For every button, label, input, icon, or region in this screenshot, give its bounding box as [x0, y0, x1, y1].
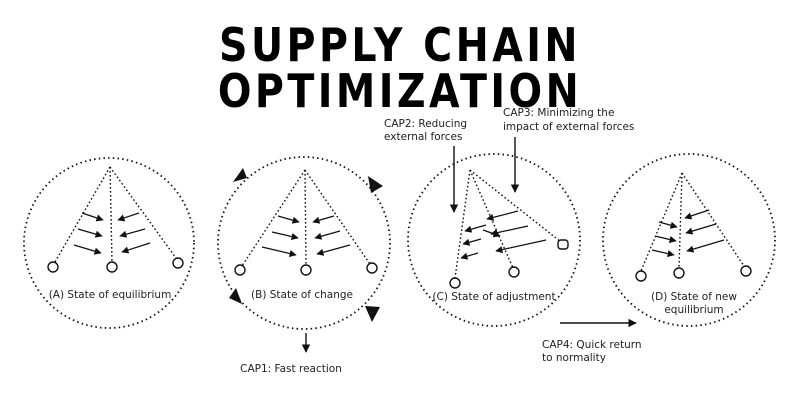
state-a-weights [47, 257, 184, 273]
state-d-pendulum [640, 172, 745, 272]
cap4-label-line2: to normality [542, 352, 606, 364]
state-b-weights [234, 262, 378, 276]
state-a-label: (A) State of equilibrium [49, 289, 172, 301]
cap3-label-line1: CAP3: Minimizing the [503, 107, 614, 119]
state-d-label-line2: equilibrium [664, 304, 723, 316]
state-b-circle [217, 156, 391, 330]
cap1-label: CAP1: Fast reaction [240, 363, 342, 375]
cap3-label-line2: impact of external forces [503, 121, 634, 133]
state-c-panel: CAP2: Reducing external forces CAP3: Min… [384, 107, 634, 327]
state-b-panel: (B) State of change CAP1: Fast reaction [217, 156, 391, 375]
state-b-label: (B) State of change [251, 289, 353, 301]
state-a-panel: (A) State of equilibrium [23, 157, 195, 329]
state-b-rotation-arrows [229, 168, 383, 322]
state-d-force-arrows [651, 209, 725, 258]
state-a-circle [23, 157, 195, 329]
cap2-label-line1: CAP2: Reducing [384, 118, 467, 130]
state-d-weights [635, 265, 752, 282]
state-a-pendulum [54, 166, 177, 263]
state-b-pendulum [241, 169, 371, 267]
cap2-label-line2: external forces [384, 131, 462, 143]
state-c-force-arrows [460, 210, 547, 260]
state-b-force-arrows [261, 215, 351, 258]
state-d-circle [602, 153, 776, 327]
state-c-pendulum [454, 169, 562, 279]
state-c-circle [407, 153, 581, 327]
state-d-panel: (D) State of new equilibrium [602, 153, 776, 327]
page-title: SUPPLY CHAIN OPTIMIZATION [217, 18, 583, 118]
state-c-weights [449, 239, 569, 289]
state-c-label: (C) State of adjustment [432, 291, 555, 303]
state-a-force-arrows [73, 212, 151, 255]
state-d-label-line1: (D) State of new [651, 291, 737, 303]
cap4-label-line1: CAP4: Quick return [542, 339, 642, 351]
